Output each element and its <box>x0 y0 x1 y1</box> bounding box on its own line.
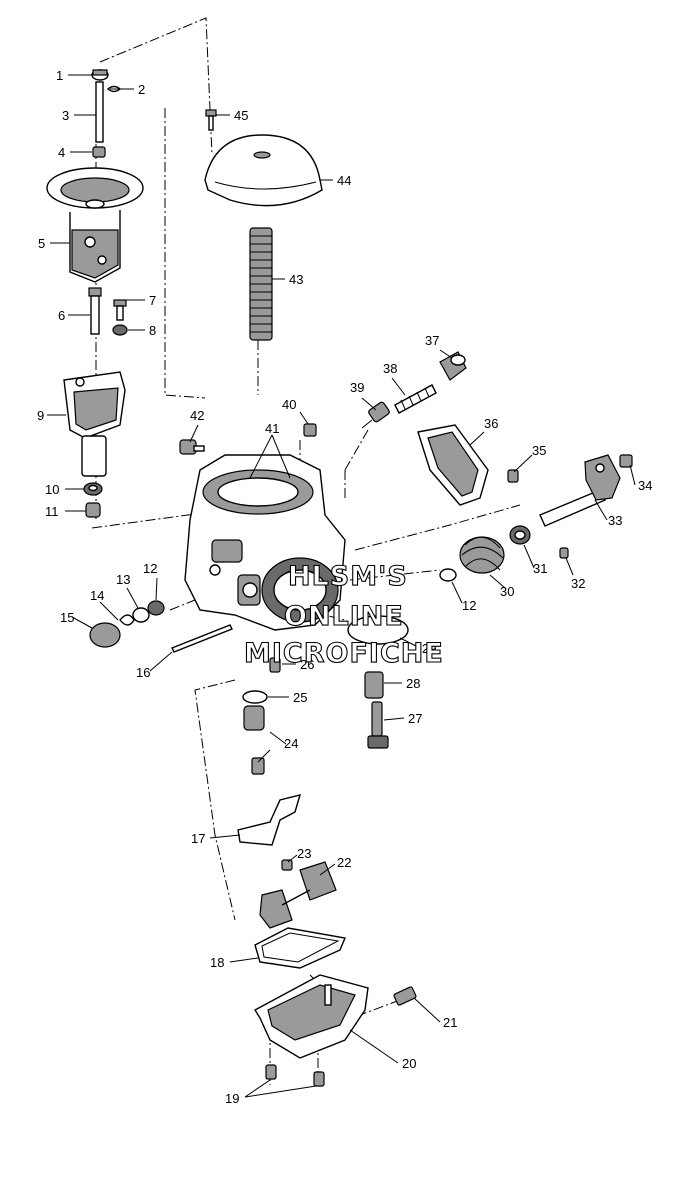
part-21-drain-screw <box>393 986 417 1006</box>
callout-6: 6 <box>58 308 65 323</box>
callout-34: 34 <box>638 478 652 493</box>
callout-14: 14 <box>90 588 104 603</box>
callout-32: 32 <box>571 576 585 591</box>
part-13-seal <box>132 607 150 623</box>
part-25-o-ring <box>242 690 268 704</box>
callout-35: 35 <box>532 443 546 458</box>
part-34-nut <box>619 454 633 468</box>
part-19-screws <box>265 1064 325 1087</box>
carburetor-body <box>184 454 346 631</box>
callout-30: 30 <box>500 584 514 599</box>
part-6-screw <box>88 287 102 335</box>
part-7-screw <box>113 299 127 321</box>
callout-33: 33 <box>608 513 622 528</box>
part-24-needle-jet <box>243 705 265 775</box>
callout-28: 28 <box>406 676 420 691</box>
callout-44: 44 <box>337 173 351 188</box>
part-12-washer-right <box>439 568 457 582</box>
part-28-spring <box>364 671 384 699</box>
part-40-plug <box>303 423 317 437</box>
callout-31: 31 <box>533 561 547 576</box>
part-37-cap <box>439 351 467 381</box>
callout-40: 40 <box>282 397 296 412</box>
callout-19: 19 <box>225 1091 239 1106</box>
callout-39: 39 <box>350 380 364 395</box>
callout-13: 13 <box>116 572 130 587</box>
callout-38: 38 <box>383 361 397 376</box>
watermark-line-3: MICROFICHE <box>244 638 444 669</box>
part-16-pin <box>171 624 233 653</box>
part-5-diaphragm-piston <box>46 167 144 283</box>
part-31-seal <box>509 525 531 545</box>
callout-3: 3 <box>62 108 69 123</box>
part-3-needle <box>95 81 104 143</box>
part-18-gasket <box>254 927 346 969</box>
watermark-line-2: ONLINE <box>284 601 404 632</box>
callout-27: 27 <box>408 711 422 726</box>
callout-16: 16 <box>136 665 150 680</box>
callout-10: 10 <box>45 482 59 497</box>
part-12-washer-left <box>147 600 165 616</box>
part-39-valve <box>361 401 390 429</box>
part-8-nut <box>112 324 128 336</box>
part-17-bracket <box>237 794 302 846</box>
callout-22: 22 <box>337 855 351 870</box>
callout-18: 18 <box>210 955 224 970</box>
callout-2: 2 <box>138 82 145 97</box>
part-43-spring <box>249 227 273 341</box>
callout-41: 41 <box>265 421 279 436</box>
callout-21: 21 <box>443 1015 457 1030</box>
part-36-gasket <box>417 424 489 506</box>
callout-12-left: 12 <box>143 561 157 576</box>
callout-9: 9 <box>37 408 44 423</box>
part-33-throttle-shaft <box>539 454 621 527</box>
part-4-washer <box>92 146 106 158</box>
callout-37: 37 <box>425 333 439 348</box>
part-22-float <box>259 861 337 929</box>
callout-15: 15 <box>60 610 74 625</box>
callout-43: 43 <box>289 272 303 287</box>
watermark-line-1: HLSM'S <box>288 561 408 592</box>
callout-4: 4 <box>58 145 65 160</box>
part-23-screw <box>281 859 293 871</box>
callout-23: 23 <box>297 846 311 861</box>
part-11-jet <box>85 502 101 518</box>
watermark: HLSM'S ONLINE MICROFICHE <box>243 560 444 669</box>
callout-45: 45 <box>234 108 248 123</box>
callout-8: 8 <box>149 323 156 338</box>
part-15-cap <box>89 622 121 648</box>
part-9-throttle-slide-holder <box>63 371 126 477</box>
callout-25: 25 <box>293 690 307 705</box>
part-38-spring <box>394 384 437 414</box>
part-27-pilot-screw <box>367 701 389 749</box>
callout-17: 17 <box>191 831 205 846</box>
part-1-cap <box>91 69 109 81</box>
leader-lines <box>47 74 636 1098</box>
callout-12-right: 12 <box>462 598 476 613</box>
part-20-float-bowl <box>254 974 369 1059</box>
part-35-screw <box>507 469 519 483</box>
callout-5: 5 <box>38 236 45 251</box>
part-29-o-ring <box>347 615 409 645</box>
callout-7: 7 <box>149 293 156 308</box>
callout-42: 42 <box>190 408 204 423</box>
part-32-screw <box>559 547 569 559</box>
part-42-screw <box>179 439 205 455</box>
part-45-screw <box>205 109 217 131</box>
part-30-spring <box>459 536 505 574</box>
callout-11: 11 <box>45 504 59 519</box>
callout-numbers: 1 2 3 4 5 6 7 8 9 10 11 12 13 14 15 16 1… <box>37 68 652 1106</box>
callout-29: 29 <box>422 641 436 656</box>
part-26-jet <box>269 657 281 673</box>
part-10-washer <box>83 482 103 496</box>
callout-36: 36 <box>484 416 498 431</box>
part-44-top-cover <box>204 134 323 207</box>
part-14-clip <box>119 614 135 626</box>
callout-20: 20 <box>402 1056 416 1071</box>
callout-1: 1 <box>56 68 63 83</box>
callout-24: 24 <box>284 736 298 751</box>
callout-26: 26 <box>300 657 314 672</box>
